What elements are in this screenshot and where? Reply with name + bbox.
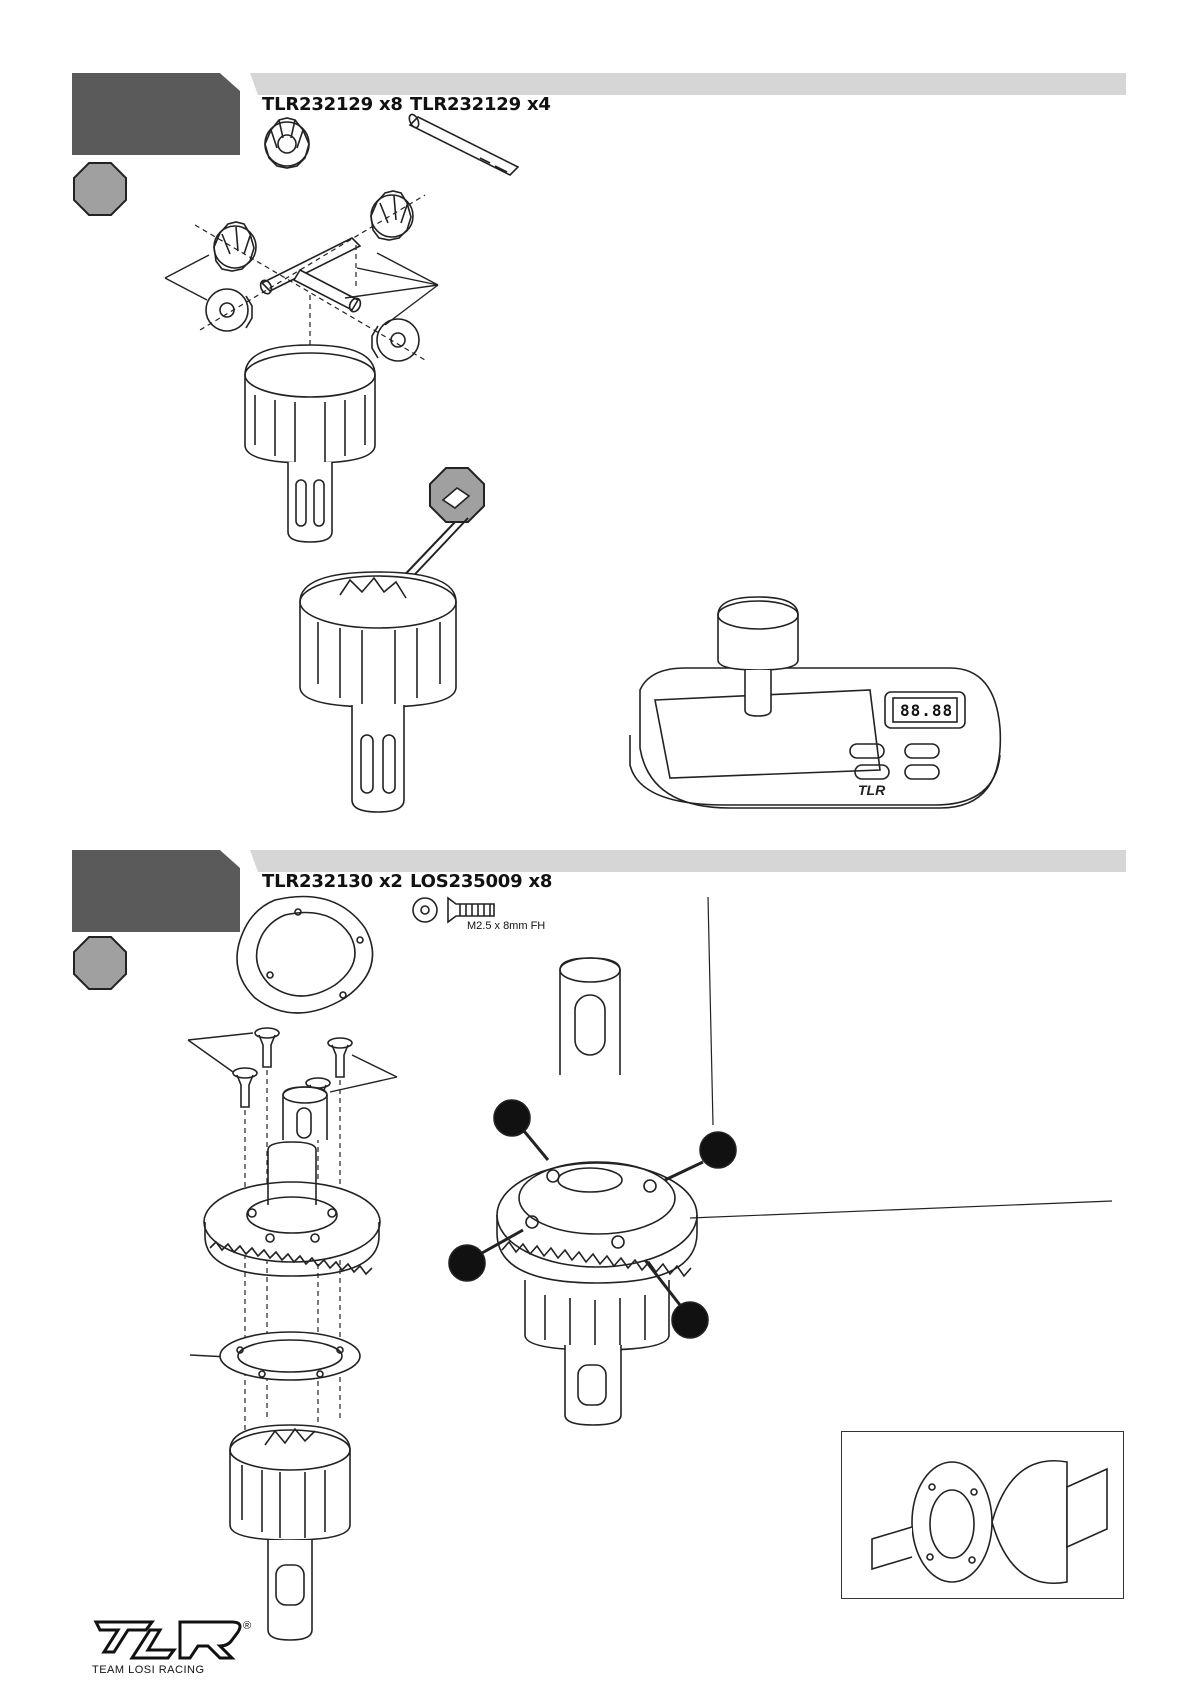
gasket-icon xyxy=(237,897,373,1014)
leader-lines xyxy=(690,897,1112,1218)
registered-mark: ® xyxy=(243,1620,251,1632)
gasket-exploded xyxy=(220,1332,360,1380)
screw-icon xyxy=(413,898,494,922)
diff-case-lower xyxy=(230,1425,350,1640)
logo-text: TEAM LOSI RACING xyxy=(92,1664,205,1676)
tlr-logo xyxy=(90,1618,250,1662)
assembled-diff-large xyxy=(497,958,697,1425)
assembled-diff-inset-drawing xyxy=(842,1432,1125,1600)
ring-gear-exploded xyxy=(204,1087,380,1276)
assembled-diff-inset xyxy=(841,1431,1124,1599)
